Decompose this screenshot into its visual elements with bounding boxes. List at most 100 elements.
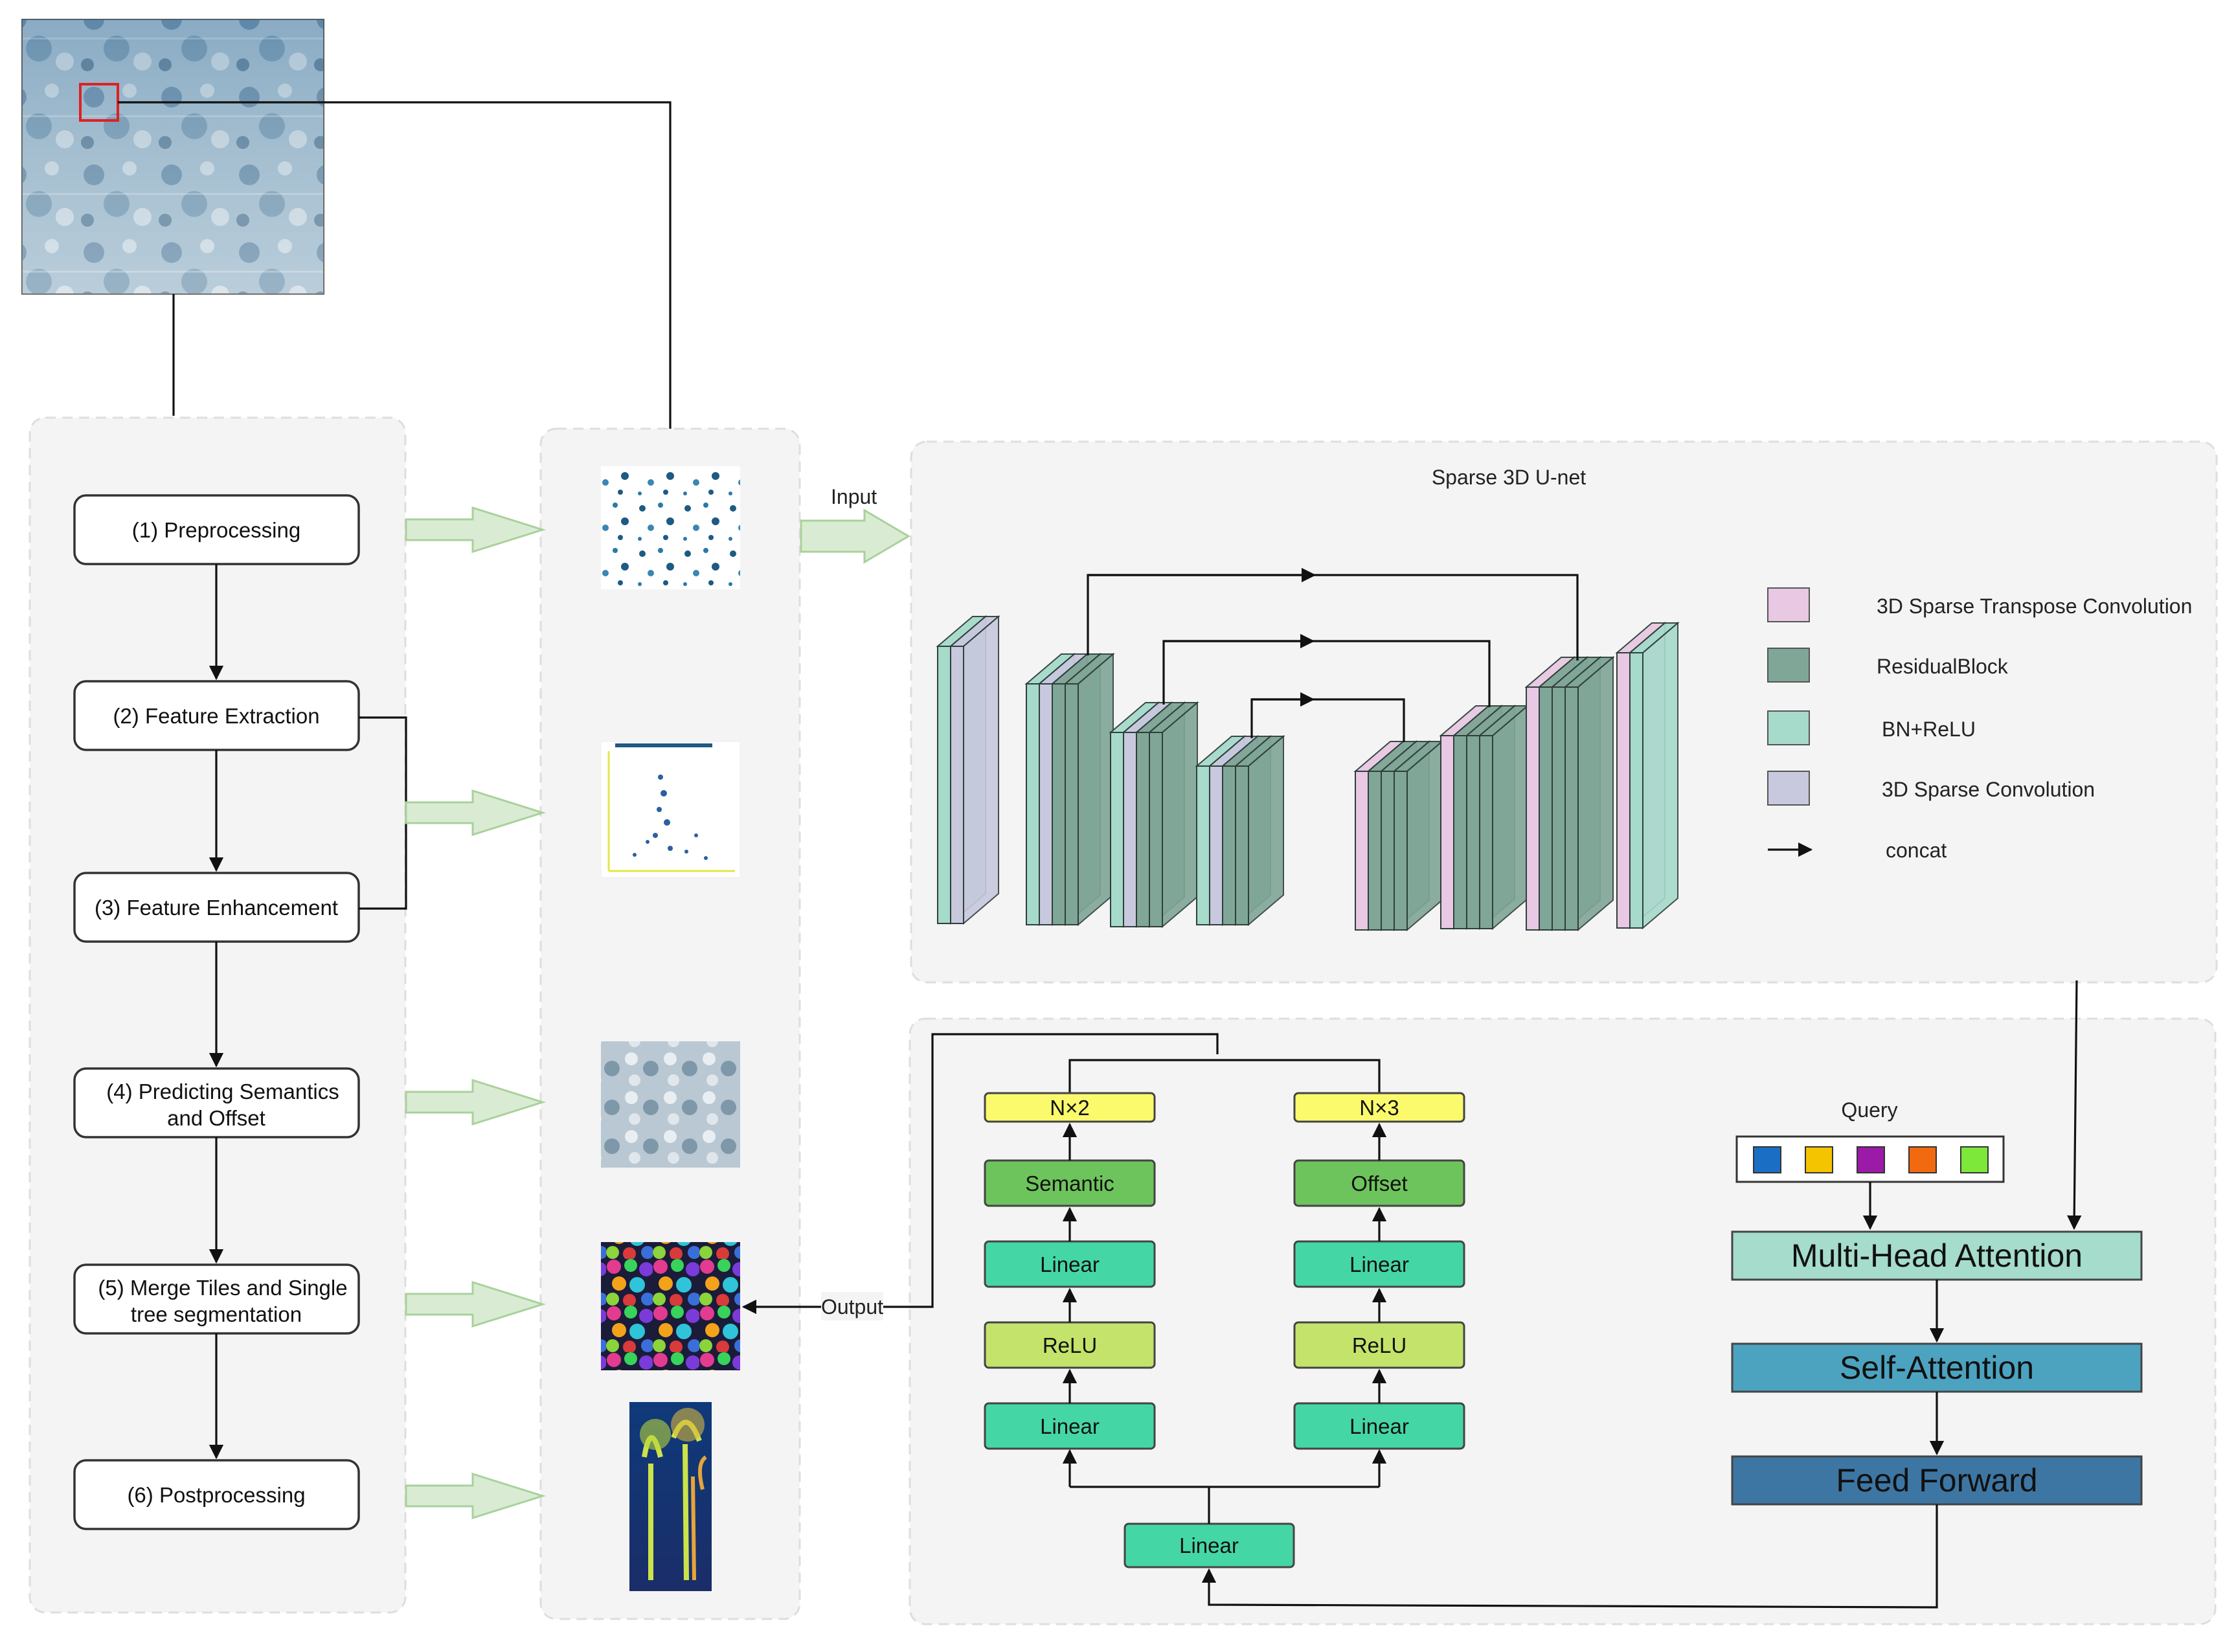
query-label: Query (1841, 1098, 1897, 1122)
legend-item: BN+ReLU (1767, 710, 1976, 745)
semantic-output-label: N×2 (1050, 1096, 1089, 1120)
offset-relu-label: ReLU (1352, 1333, 1406, 1357)
semantic-thumbnail (601, 1041, 740, 1168)
legend-item: 3D Sparse Convolution (1767, 771, 2095, 806)
offset-linear-bottom: Linear (1293, 1402, 1465, 1450)
semantic-linear-bottom: Linear (984, 1402, 1156, 1450)
query-token (1805, 1146, 1833, 1173)
step-label-line2: tree segmentation (131, 1302, 302, 1326)
legend-item: ResidualBlock (1767, 648, 2009, 683)
feed-forward-box (1731, 1455, 2143, 1506)
unet-layer-0-1 (949, 615, 1000, 925)
flow-arrow (405, 1472, 546, 1520)
step-postprocessing: (6) Postprocessing (73, 1459, 360, 1530)
flow-arrow (405, 1078, 546, 1126)
flow-arrow (405, 1280, 546, 1328)
legend: 3D Sparse Transpose ConvolutionResidualB… (1767, 587, 2192, 862)
legend-label: 3D Sparse Convolution (1882, 778, 2095, 801)
legend-label: 3D Sparse Transpose Convolution (1877, 594, 2192, 618)
semantic-relu: ReLU (984, 1321, 1156, 1369)
steps-panel (28, 416, 407, 1614)
skip-connections (1087, 567, 1579, 742)
step-feature-enhancement: (3) Feature Enhancement (73, 872, 360, 943)
query-tokens (1753, 1146, 1989, 1173)
offset-head: Offset (1293, 1159, 1465, 1207)
unet-layer-1-3 (1063, 652, 1115, 927)
unet-layer-3-3 (1234, 734, 1285, 927)
offset-linear-top-label: Linear (1350, 1252, 1409, 1276)
unet-title: Sparse 3D U-net (1432, 466, 1586, 489)
legend-item: 3D Sparse Transpose Convolution (1767, 587, 2192, 622)
crop-connector (118, 101, 678, 471)
multi-head-attention-box (1731, 1230, 2143, 1281)
point-cloud-thumbnail (601, 466, 740, 589)
offset-output-label: N×3 (1359, 1096, 1399, 1120)
offset-output: N×3 (1293, 1092, 1465, 1123)
feed-forward-label: Feed Forward (1836, 1462, 2037, 1499)
legend-swatch (1767, 587, 1810, 622)
query-token (1753, 1146, 1781, 1173)
unet-layer-2-3 (1147, 701, 1199, 929)
branch-top (1068, 1059, 1381, 1093)
semantic-linear-bottom-label: Linear (1040, 1414, 1100, 1438)
output-label: Output (821, 1295, 883, 1318)
multi-head-attention-label: Multi-Head Attention (1791, 1238, 2083, 1274)
feedforward-to-linear (1201, 1504, 1938, 1609)
input-arrow (800, 508, 910, 564)
semantic-linear-top: Linear (984, 1240, 1156, 1288)
offset-linear-bottom-label: Linear (1350, 1414, 1409, 1438)
semantic-output-box (984, 1092, 1156, 1123)
unet-layer-7-1 (1628, 621, 1680, 930)
offset-relu: ReLU (1293, 1321, 1465, 1369)
feature-thumbnail (600, 741, 741, 878)
semantic-linear-top-label: Linear (1040, 1252, 1100, 1276)
step-label: (3) Feature Enhancement (95, 896, 338, 920)
unet-layer-5-3 (1478, 704, 1530, 931)
legend-label: BN+ReLU (1882, 718, 1976, 741)
input-label: Input (831, 485, 877, 508)
step-label-line2: and Offset (167, 1106, 265, 1130)
self-attention-label: Self-Attention (1840, 1350, 2034, 1386)
step-box (73, 1459, 360, 1530)
shared-linear-label: Linear (1179, 1533, 1239, 1557)
semantic-output: N×2 (984, 1092, 1156, 1123)
tree-thumbnail (629, 1402, 712, 1591)
unet-layer-6-3 (1563, 655, 1615, 932)
step-predicting-semantics: (4) Predicting Semantics and Offset (73, 1067, 360, 1138)
output-connector (886, 1033, 1219, 1308)
semantic-head: Semantic (984, 1159, 1156, 1207)
step-feature-extraction: (2) Feature Extraction (73, 680, 360, 751)
flow-arrow (405, 506, 546, 554)
step-label: (2) Feature Extraction (113, 704, 319, 728)
satellite-image (21, 19, 324, 295)
semantic-head-label: Semantic (1025, 1171, 1114, 1195)
step-label: (5) Merge Tiles and Single (98, 1276, 347, 1300)
legend-swatch (1767, 710, 1810, 745)
step-label: (6) Postprocessing (127, 1483, 305, 1507)
unet-to-attention (2067, 980, 2082, 1230)
step-label: (4) Predicting Semantics (106, 1080, 339, 1103)
query-token (1908, 1146, 1937, 1173)
self-attention-box (1731, 1342, 2143, 1393)
steps-group: (1) Preprocessing (2) Feature Extraction (… (73, 494, 360, 1530)
segmentation-thumbnail (601, 1242, 740, 1370)
flow-arrow (405, 789, 546, 837)
prediction-heads: N×2SemanticLinearReLULinearN×3OffsetLine… (984, 1092, 1465, 1450)
query-token (1960, 1146, 1989, 1173)
output-label-bg (821, 1292, 883, 1320)
legend-swatch (1767, 771, 1810, 806)
semantic-relu-label: ReLU (1043, 1333, 1097, 1357)
legend-label: ResidualBlock (1877, 655, 2009, 678)
offset-output-box (1293, 1092, 1465, 1123)
legend-label: concat (1886, 839, 1947, 862)
unet-layer-4-3 (1392, 740, 1444, 932)
flow-arrows (405, 506, 546, 1520)
query-token (1857, 1146, 1885, 1173)
legend-swatch (1767, 648, 1810, 683)
unet-layers (936, 615, 1680, 932)
legend-item: concat (1768, 839, 1947, 862)
step-label: (1) Preprocessing (132, 518, 300, 542)
offset-linear-top: Linear (1293, 1240, 1465, 1288)
